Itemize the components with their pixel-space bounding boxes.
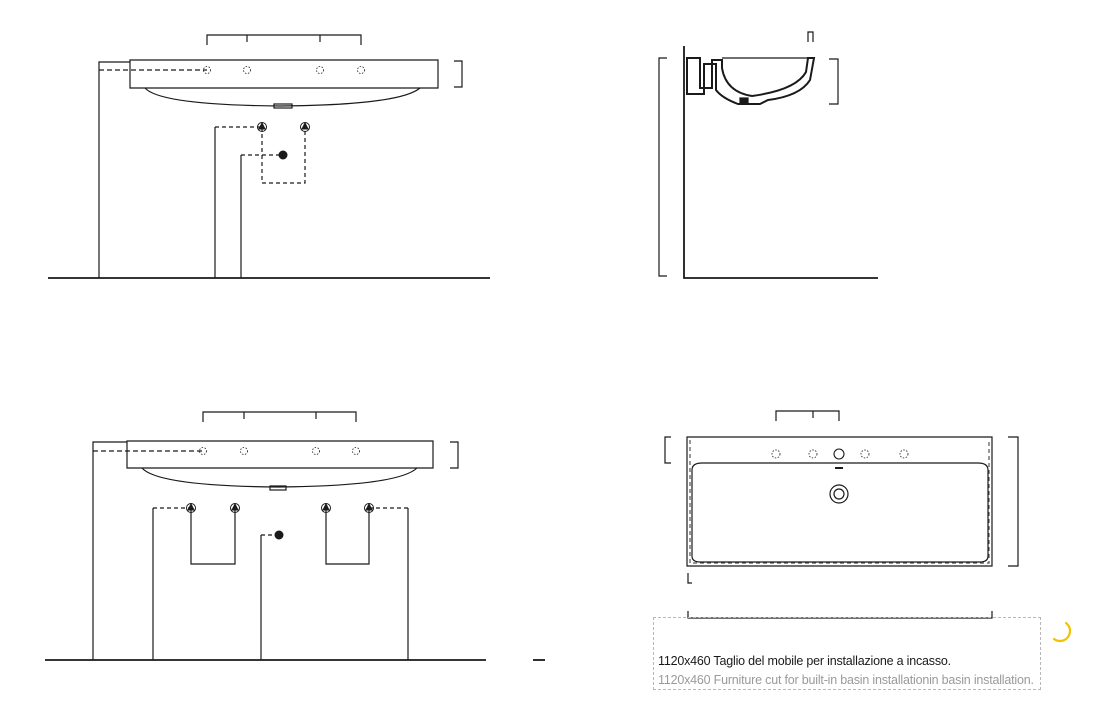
dimension-line: [450, 441, 459, 469]
basin-rim: [126, 440, 434, 469]
hidden-line: [325, 508, 370, 565]
basin-outline: [686, 436, 993, 567]
front-elevation-single-trap: [48, 34, 490, 279]
valve-icons: [186, 502, 374, 540]
dimension-line: [775, 410, 840, 421]
hidden-line: [190, 508, 236, 565]
dimension-line: [1008, 436, 1019, 567]
dimension-line: [687, 573, 692, 584]
drain-outlet: [269, 485, 287, 491]
dimension-line: [807, 31, 814, 42]
basin-bowl-plan: [691, 462, 989, 563]
dimension-line: [658, 57, 667, 277]
dimension-line: [454, 60, 463, 88]
loading-spinner-icon: [1052, 621, 1072, 643]
dimension-line: [664, 436, 671, 464]
drain-block: [739, 97, 749, 105]
installation-note-box: 1120x460 Taglio del mobile per installaz…: [653, 617, 1041, 690]
installation-note-italian: 1120x460 Taglio del mobile per installaz…: [658, 654, 951, 668]
dimension-line: [687, 611, 993, 619]
support-line: [92, 441, 127, 660]
wall-line: [683, 46, 878, 279]
drain-hole: [829, 484, 849, 504]
front-elevation-double-trap: [45, 411, 545, 661]
tap-holes: [203, 66, 365, 74]
basin-section: [686, 57, 816, 105]
valve-icons: [257, 121, 310, 160]
basin-bowl: [144, 87, 421, 107]
tap-holes: [199, 447, 360, 455]
dimension-line: [206, 34, 362, 45]
basin-rim: [129, 59, 439, 89]
installation-note-english: 1120x460 Furniture cut for built-in basi…: [658, 673, 1034, 687]
basin-bowl: [141, 467, 418, 488]
drain-outlet: [273, 103, 293, 109]
hidden-outline: [689, 440, 990, 564]
support-line: [98, 61, 130, 278]
dimension-line: [829, 58, 839, 105]
plan-view: [664, 410, 1019, 619]
tap-holes: [771, 448, 909, 460]
dimension-line: [202, 411, 357, 422]
drain-hole-inner: [833, 488, 845, 500]
side-section: [658, 31, 878, 279]
